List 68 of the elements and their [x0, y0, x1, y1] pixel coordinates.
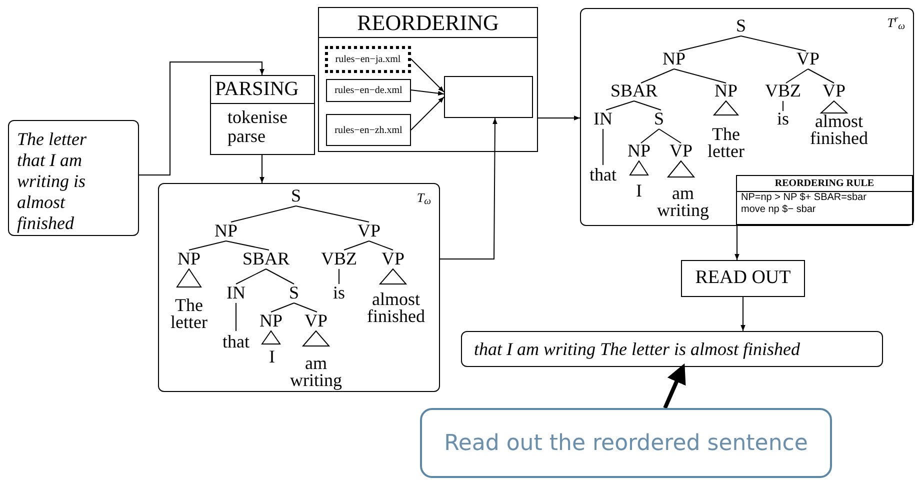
- tree-node-label: VP: [795, 50, 820, 68]
- rule-file-box: [325, 46, 411, 73]
- tree-node-label: is: [776, 110, 790, 128]
- arrow: [260, 154, 264, 184]
- rule-file-name: rules−en−zh.xml: [334, 124, 402, 138]
- tree-node-label: SBAR: [609, 82, 659, 100]
- process-box: [444, 76, 533, 118]
- output-sentence: that I am writing The letter is almost finished: [474, 338, 800, 361]
- tree-node-label: that: [588, 166, 618, 184]
- tree-label: T$_{ω}$: [416, 189, 431, 208]
- tree-node-label: NP: [176, 250, 202, 268]
- arrow: [740, 296, 746, 332]
- input-box: [8, 120, 139, 236]
- tree-node-label: SBAR: [241, 250, 291, 268]
- tree-node-label: NP: [661, 50, 686, 68]
- output-box: [461, 331, 883, 367]
- arrow: [734, 224, 740, 260]
- tree-node-label: NP: [258, 312, 284, 330]
- stage-box: [210, 75, 315, 155]
- callout-box: [420, 408, 832, 478]
- tree-node-label: I: [268, 348, 276, 366]
- rule-file-name: rules−en−de.xml: [334, 84, 402, 98]
- tree-node-label: almost finished: [810, 113, 868, 147]
- tree-node-label: almost finished: [367, 291, 425, 325]
- tree-node-label: VBZ: [764, 82, 802, 100]
- rule-text: move np $− sbar: [740, 204, 817, 216]
- stage-heading: READ OUT: [695, 266, 791, 290]
- tree-node-label: am writing: [289, 355, 343, 389]
- tree-node-label: is: [332, 284, 346, 302]
- arrow: [410, 90, 444, 96]
- tree-node-label: VBZ: [320, 250, 358, 268]
- arrow: [538, 116, 580, 120]
- input-sentence: The letter that I am writing is almost finished: [17, 129, 88, 234]
- tree-node-label: VP: [356, 222, 382, 240]
- rule-heading: REORDERING RULE: [737, 176, 912, 192]
- rule-file-box: [326, 79, 411, 102]
- stage-description: tokenise parse: [228, 108, 288, 146]
- tree-node-label: VP: [303, 312, 328, 330]
- callout-text: Read out the reordered sentence: [444, 430, 808, 458]
- stage-box: [681, 260, 805, 297]
- tree-node-label: S: [290, 188, 302, 204]
- stage-box: [318, 7, 538, 152]
- tree-node-label: VP: [668, 142, 694, 160]
- tree-node-label: The letter: [706, 126, 746, 160]
- stage-heading: PARSING: [211, 76, 314, 104]
- tree-node-label: that: [222, 334, 250, 350]
- tree-node-label: NP: [713, 82, 738, 100]
- tree-node-label: VP: [821, 82, 846, 100]
- tree-node-label: I: [635, 182, 643, 200]
- stage-heading: REORDERING: [319, 8, 537, 38]
- rule-text: NP=np > NP $+ SBAR=sbar: [740, 192, 868, 204]
- tree-node-label: IN: [592, 110, 614, 128]
- tree-node-label: am writing: [656, 185, 710, 219]
- tree-node-label: S: [288, 284, 300, 302]
- rule-file-name: rules−en−ja.xml: [335, 53, 401, 67]
- arrow: [410, 58, 444, 92]
- tree-node-label: S: [652, 110, 665, 128]
- tree-node-label: S: [734, 18, 747, 34]
- tree-node-label: NP: [626, 142, 652, 160]
- rule-file-box: [326, 114, 411, 146]
- arrow: [440, 118, 498, 260]
- tree-node-label: VP: [380, 250, 406, 268]
- arrow: [410, 96, 444, 130]
- tree-node-label: IN: [226, 284, 246, 302]
- arrow: [663, 363, 686, 409]
- arrow: [138, 62, 264, 176]
- tree-node-label: The letter: [170, 297, 208, 331]
- tree-node-label: NP: [213, 222, 238, 240]
